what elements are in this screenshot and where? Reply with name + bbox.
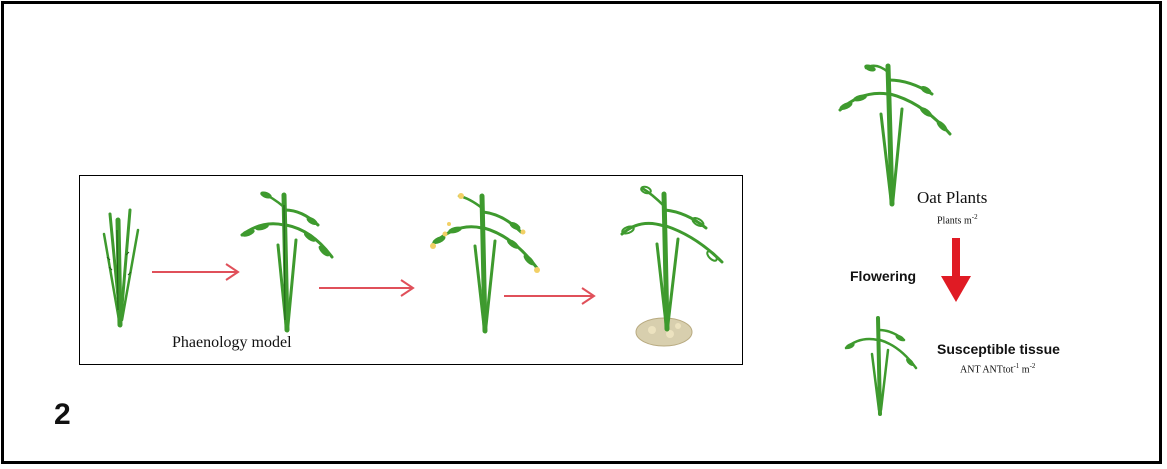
seed-pile-icon: [636, 318, 692, 346]
panel-number: 2: [54, 398, 71, 432]
phenology-model-label: Phaenology model: [172, 334, 292, 352]
stage-arrow-1: [150, 262, 242, 282]
heading-plant-icon: [232, 185, 342, 335]
susceptible-plant-icon: [840, 310, 922, 418]
stage-arrow-2: [317, 278, 417, 298]
stage-arrow-3: [502, 286, 598, 306]
susceptible-tissue-label: Susceptible tissue: [937, 341, 1060, 357]
oat-plants-label: Oat Plants: [917, 188, 987, 208]
oat-plants-unit: Plants m-2: [937, 213, 978, 226]
flowering-label: Flowering: [850, 268, 916, 284]
oat-plant-icon: [832, 54, 957, 209]
susceptible-tissue-unit: ANT ANTtot-1 m-2: [960, 362, 1035, 375]
flowering-plant-icon: [425, 186, 550, 336]
mature-plant-icon: [612, 184, 737, 352]
flowering-arrow: [938, 236, 974, 304]
young-plant-icon: [96, 200, 146, 330]
